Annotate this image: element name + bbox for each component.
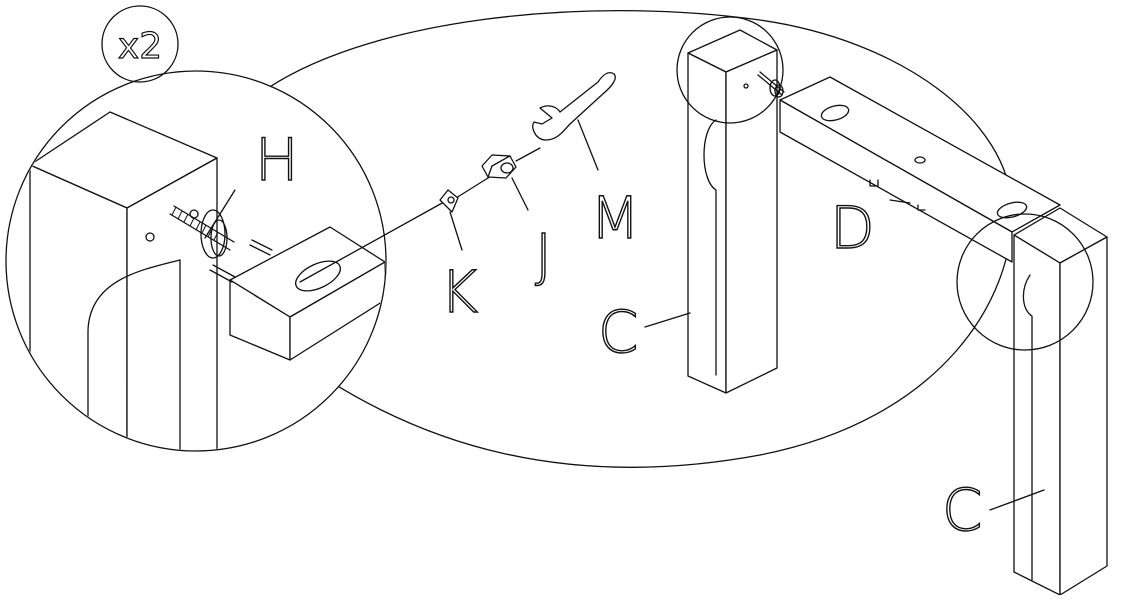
label-m: M bbox=[590, 184, 640, 252]
nut-j bbox=[481, 154, 529, 211]
label-j: J bbox=[535, 221, 552, 289]
quantity-badge: x2 bbox=[101, 5, 179, 83]
quantity-badge-text: x2 bbox=[118, 26, 162, 67]
bolt-h bbox=[169, 205, 235, 259]
leg-c-back bbox=[956, 207, 1108, 596]
rail-d bbox=[779, 76, 1061, 263]
label-k: K bbox=[440, 258, 478, 326]
washer-k bbox=[439, 189, 463, 251]
label-h: H bbox=[255, 126, 299, 194]
leg-c-front bbox=[676, 16, 785, 394]
label-c-back: C bbox=[942, 476, 983, 544]
detail-circle bbox=[5, 70, 387, 452]
label-d: D bbox=[830, 194, 875, 262]
label-c-front: C bbox=[598, 298, 639, 366]
wrench-m bbox=[532, 72, 616, 171]
